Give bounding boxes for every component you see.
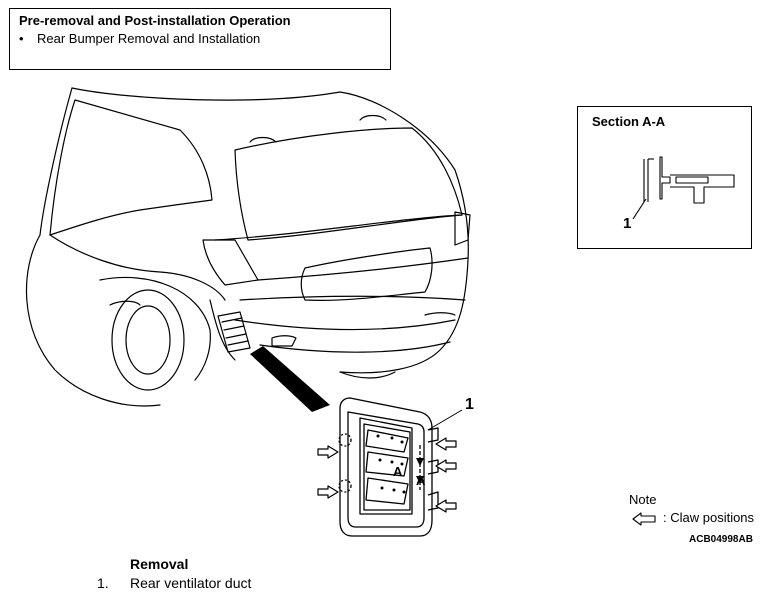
bullet: • xyxy=(19,31,24,46)
leader-wedge xyxy=(250,346,330,412)
part-number-callout: 1 xyxy=(465,396,474,413)
claw-arrow-left-lower xyxy=(317,485,339,499)
leader-line-1 xyxy=(427,409,463,431)
claw-arrow-left-upper xyxy=(317,445,339,459)
note-title: Note xyxy=(629,492,657,507)
list-item-number: 1. xyxy=(97,575,109,591)
claw-arrow-right-lower xyxy=(435,499,457,513)
list-item-label: Rear ventilator duct xyxy=(130,575,252,591)
pre-removal-box: Pre-removal and Post-installation Operat… xyxy=(9,8,391,70)
pre-removal-title: Pre-removal and Post-installation Operat… xyxy=(19,13,291,28)
claw-arrow-right-upper xyxy=(435,437,457,451)
claw-legend-label: : Claw positions xyxy=(663,510,755,525)
section-a-a-box: Section A-A 1 xyxy=(577,106,752,249)
ventilator-duct-detail xyxy=(338,397,439,537)
section-label-a-upper: A xyxy=(393,464,403,479)
claw-arrow-right-mid xyxy=(435,459,457,473)
figure-code: ACB04998AB xyxy=(689,534,753,545)
removal-title: Removal xyxy=(130,556,189,572)
list-item: 1. Rear ventilator duct xyxy=(97,575,251,591)
section-part-number: 1 xyxy=(623,215,632,232)
pre-removal-item: • Rear Bumper Removal and Installation xyxy=(19,31,260,46)
section-title: Section A-A xyxy=(592,114,666,129)
pre-removal-item-label: Rear Bumper Removal and Installation xyxy=(37,31,261,46)
vehicle-illustration xyxy=(25,87,471,537)
hollow-left-arrow-icon xyxy=(632,512,656,526)
section-label-a-lower: A xyxy=(416,473,426,488)
section-drawing xyxy=(632,156,735,220)
claw-legend: : Claw positions xyxy=(631,510,754,526)
